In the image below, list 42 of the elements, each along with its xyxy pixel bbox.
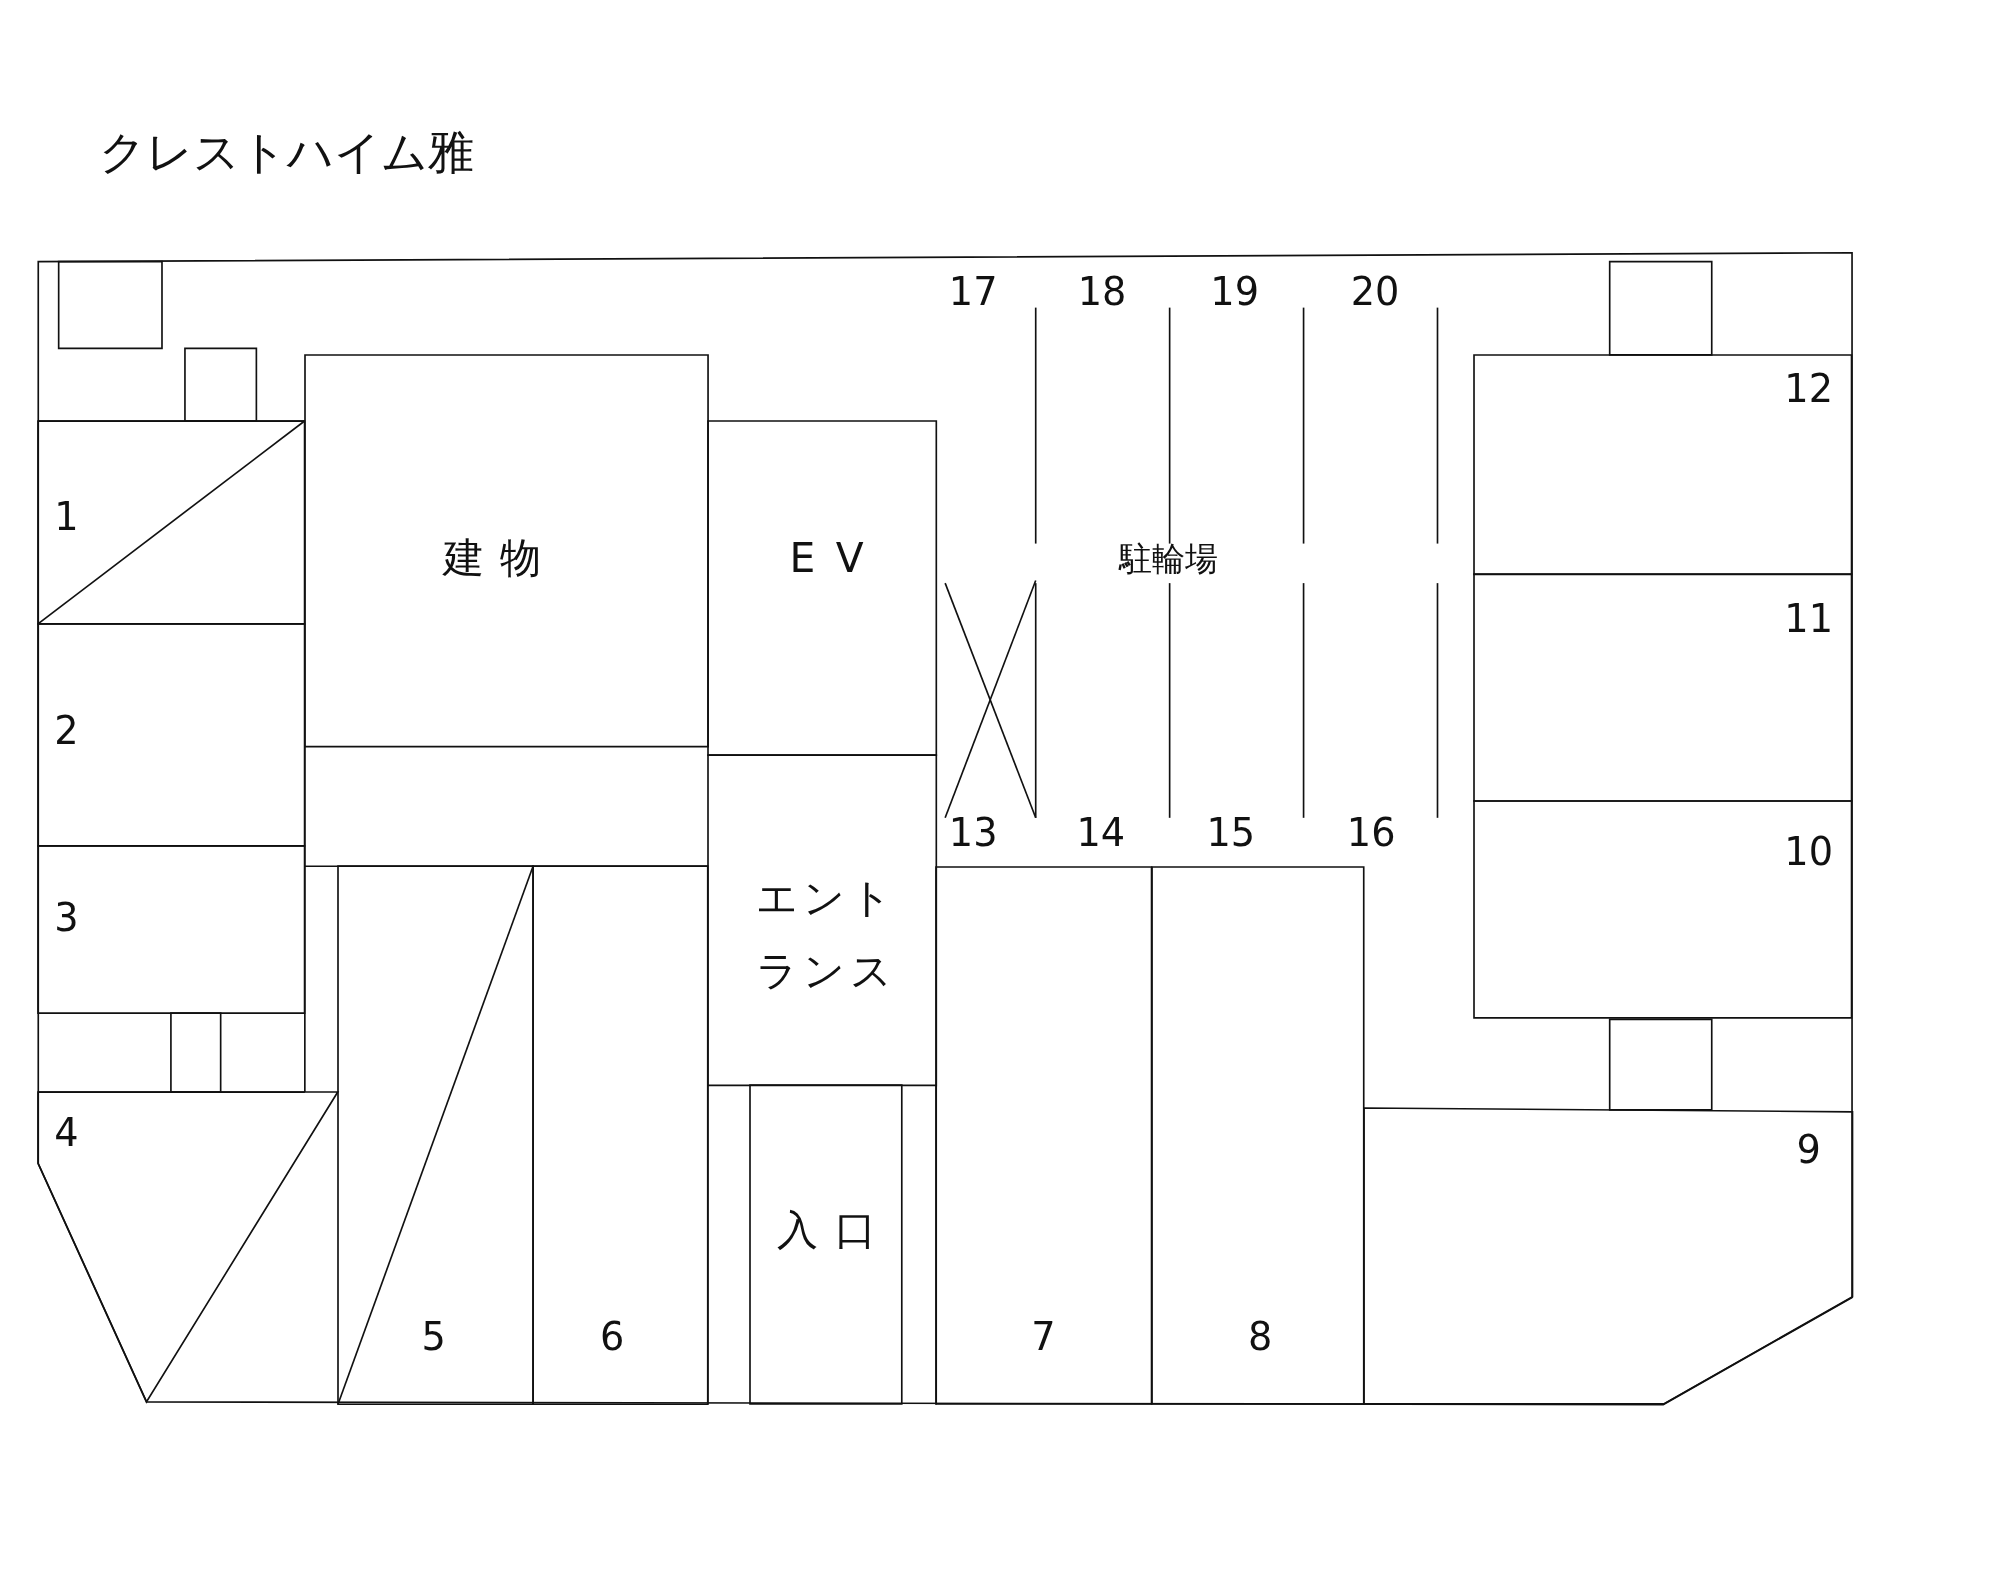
area-label: EV [788, 533, 884, 585]
parking-space [1363, 1108, 1853, 1405]
elevator-area [707, 420, 937, 756]
space-number: 5 [421, 1312, 446, 1361]
space-number: 10 [1784, 828, 1833, 876]
space-number: 7 [1031, 1312, 1056, 1361]
stall-number: 20 [1350, 268, 1400, 316]
space-number: 2 [54, 706, 79, 755]
stall-number: 13 [948, 809, 998, 857]
space-number: 11 [1784, 594, 1833, 643]
space-number: 12 [1784, 365, 1833, 413]
parking-space [1474, 573, 1853, 801]
parking-space [38, 1091, 338, 1402]
stall-number: 19 [1210, 268, 1259, 316]
stall-number: 14 [1076, 809, 1126, 857]
space-number: 9 [1796, 1126, 1821, 1175]
parking-space [338, 866, 534, 1405]
space-number: 8 [1248, 1312, 1273, 1361]
stall-number: 18 [1077, 268, 1127, 316]
building-area [304, 354, 708, 747]
entry-area [750, 1085, 902, 1405]
space-number: 6 [600, 1312, 625, 1361]
parking-space [38, 420, 305, 624]
parking-space [936, 867, 1152, 1405]
stall-number: 15 [1206, 809, 1256, 857]
parking-space [38, 623, 305, 846]
area-label: 建物 [441, 533, 558, 585]
parking-space [1151, 867, 1364, 1405]
space-number: 3 [54, 894, 79, 943]
parking-space [533, 866, 708, 1405]
area-label: 駐輪場 [1118, 537, 1218, 580]
area-label: エントランス [755, 872, 898, 997]
area-label: 入口 [776, 1205, 892, 1257]
stall-number: 17 [948, 268, 998, 316]
title: クレストハイム雅 [99, 124, 475, 182]
space-number: 4 [54, 1108, 79, 1157]
stall-number: 16 [1346, 809, 1396, 857]
parking-space [1474, 801, 1853, 1018]
space-number: 1 [54, 492, 79, 541]
parking-space [38, 845, 305, 1013]
entrance-area [707, 755, 937, 1086]
parking-space [1474, 354, 1853, 574]
